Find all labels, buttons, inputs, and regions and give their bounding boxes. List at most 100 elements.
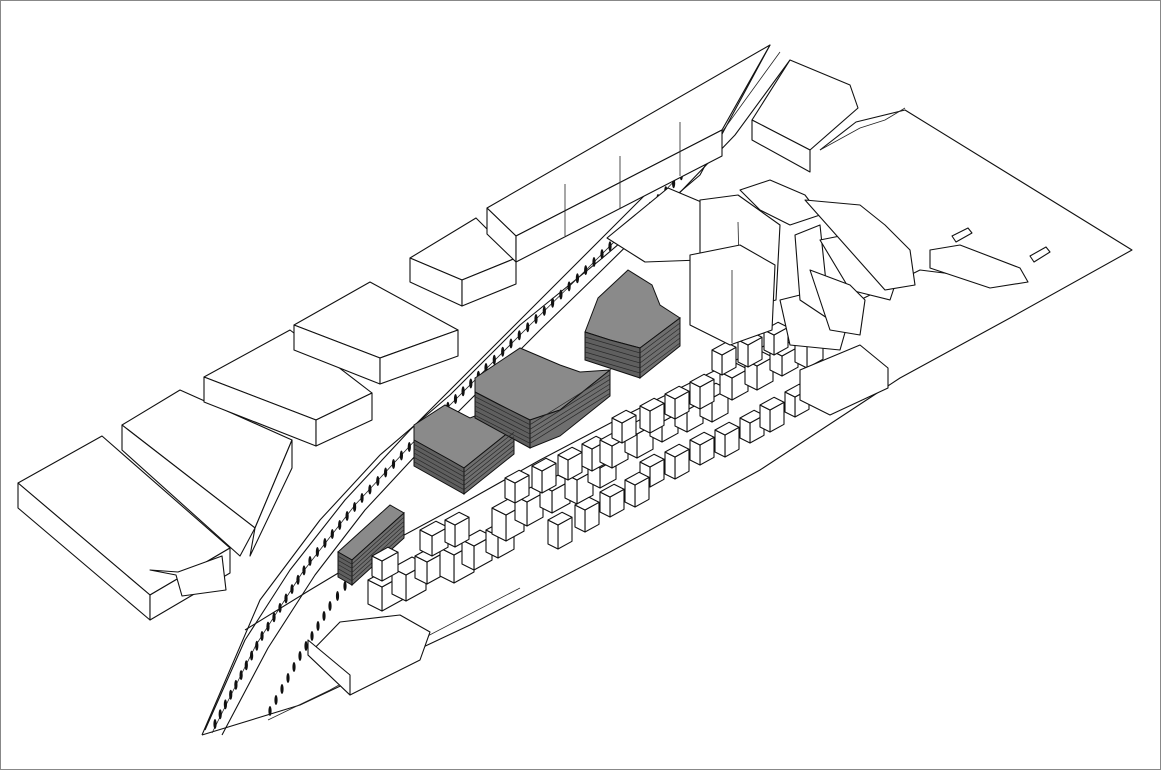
tree-mark xyxy=(250,650,254,661)
floor-line xyxy=(584,342,681,374)
floor-line xyxy=(337,521,405,569)
tree-mark xyxy=(266,621,270,632)
tree-mark xyxy=(286,673,290,683)
house-block-face xyxy=(444,511,470,526)
block-d-side xyxy=(379,329,459,385)
tree-mark xyxy=(239,670,243,681)
tree-mark xyxy=(280,684,284,694)
block-q xyxy=(799,344,889,416)
block-p-front xyxy=(751,119,811,173)
tree-mark xyxy=(453,394,458,404)
house-block-face xyxy=(689,431,715,446)
tree-mark xyxy=(353,502,357,512)
tree-mark xyxy=(368,484,372,495)
tree-mark xyxy=(330,529,334,539)
tree-mark xyxy=(600,249,604,260)
existing-buildings-left xyxy=(17,44,771,621)
tree-mark xyxy=(310,631,314,641)
tree-mark xyxy=(608,241,612,252)
tree-mark xyxy=(343,581,347,591)
tree-mark xyxy=(302,565,306,576)
tree-mark xyxy=(322,611,326,621)
house-block-face xyxy=(664,443,690,458)
tree-mark xyxy=(244,660,248,671)
floor-line xyxy=(474,393,611,444)
floor-line xyxy=(584,327,681,359)
tree-mark xyxy=(575,273,580,284)
tree-mark xyxy=(335,591,340,601)
floor-line xyxy=(337,525,405,573)
proposed-buildings xyxy=(337,269,681,587)
canopy-r xyxy=(929,244,1029,289)
kiosk-1 xyxy=(951,227,973,243)
tree-mark xyxy=(567,281,571,292)
tree-mark xyxy=(526,322,530,333)
tree-mark xyxy=(315,547,319,557)
tree-mark xyxy=(284,593,288,604)
tree-mark xyxy=(218,709,222,720)
tree-mark xyxy=(234,679,238,690)
house-block-face xyxy=(664,385,690,400)
tree-mark xyxy=(213,719,217,729)
tree-mark xyxy=(391,459,396,469)
floor-line xyxy=(337,516,405,565)
block-e-side xyxy=(461,257,517,307)
floor-line xyxy=(413,449,515,491)
block-f-front xyxy=(307,639,351,696)
tree-mark xyxy=(290,584,294,595)
tree-mark xyxy=(260,631,264,641)
tree-mark xyxy=(461,386,465,397)
tree-mark xyxy=(469,378,473,389)
existing-buildings-right xyxy=(606,59,1051,416)
house-block-face xyxy=(574,496,600,511)
tree-mark xyxy=(323,538,327,548)
house-block-face xyxy=(714,421,740,436)
floor-line xyxy=(413,432,515,473)
block-o xyxy=(804,199,916,291)
tree-mark xyxy=(296,574,300,585)
tree-mark xyxy=(278,602,282,613)
tree-mark xyxy=(272,612,276,623)
house-block-face xyxy=(689,373,715,388)
tree-mark xyxy=(407,442,411,452)
tree-mark xyxy=(292,662,296,672)
block-c-side xyxy=(315,392,373,447)
floor-line xyxy=(474,379,611,430)
existing-building-bottom xyxy=(307,614,431,696)
tree-mark xyxy=(255,640,259,651)
tree-mark xyxy=(592,257,596,267)
tree-mark xyxy=(376,476,380,486)
tree-mark xyxy=(229,689,233,700)
tower-i xyxy=(689,244,776,346)
kiosk-2 xyxy=(1029,246,1051,263)
existing-urban-fabric xyxy=(367,321,824,612)
tree-mark xyxy=(399,450,403,461)
tree-mark xyxy=(509,338,513,349)
long-shed-side xyxy=(515,129,723,263)
tree-mark xyxy=(298,651,302,661)
tree-mark xyxy=(584,265,588,276)
house-block-face xyxy=(547,511,573,526)
tree-mark xyxy=(304,641,308,651)
floor-line xyxy=(474,388,611,440)
tree-mark xyxy=(542,305,546,316)
tree-mark xyxy=(559,289,563,300)
block-a-wing xyxy=(149,555,227,597)
house-block-face xyxy=(759,396,785,411)
floor-line xyxy=(474,383,611,435)
floor-line xyxy=(413,445,515,486)
floor-line xyxy=(584,337,681,369)
tree-mark xyxy=(492,354,496,365)
tree-mark xyxy=(345,511,349,521)
tree-mark xyxy=(534,314,538,324)
house-block-face xyxy=(611,409,637,424)
floor-line xyxy=(584,332,681,364)
floor-line xyxy=(584,322,681,354)
house-block-face xyxy=(504,469,530,484)
tree-mark xyxy=(517,330,521,341)
tree-mark xyxy=(316,621,320,631)
block-b-side xyxy=(249,439,293,557)
tree-mark xyxy=(551,297,555,308)
